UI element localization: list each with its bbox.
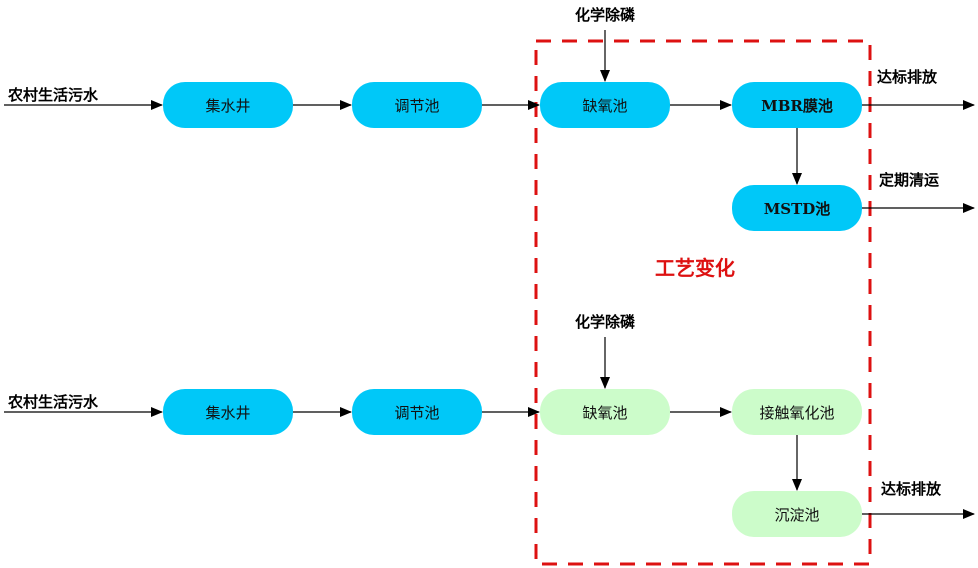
top-node-anoxic-tank[interactable]: 缺氧池 <box>540 82 670 128</box>
node-label: MSTD池 <box>764 200 831 218</box>
bottom-node-contact-oxidation-tank[interactable]: 接触氧化池 <box>732 389 862 435</box>
top-node-equalization-tank[interactable]: 调节池 <box>352 82 482 128</box>
node-label: 调节池 <box>394 97 439 115</box>
node-label: 沉淀池 <box>774 506 819 524</box>
top-node-collection-well[interactable]: 集水井 <box>163 82 293 128</box>
bottom-flow: 农村生活污水 集水井 调节池 缺氧池 化学除磷 接触氧化池 沉淀池 达 <box>4 313 975 537</box>
bottom-output-label-discharge: 达标排放 <box>881 480 942 498</box>
bottom-node-anoxic-tank[interactable]: 缺氧池 <box>540 389 670 435</box>
process-change-title: 工艺变化 <box>655 256 735 280</box>
top-node-mstd-tank[interactable]: MSTD池 <box>732 185 862 231</box>
node-label: 集水井 <box>205 404 250 422</box>
node-label: 调节池 <box>394 404 439 422</box>
top-flow: 农村生活污水 集水井 调节池 缺氧池 化学除磷 MBR膜池 达标排放 <box>4 6 975 231</box>
top-input-label: 农村生活污水 <box>7 86 99 104</box>
node-label: 缺氧池 <box>582 97 627 115</box>
node-label: 集水井 <box>205 97 250 115</box>
bottom-node-sedimentation-tank[interactable]: 沉淀池 <box>732 491 862 537</box>
top-output-label-discharge: 达标排放 <box>877 68 938 86</box>
bottom-node-collection-well[interactable]: 集水井 <box>163 389 293 435</box>
bottom-dosing-label: 化学除磷 <box>575 313 636 331</box>
top-dosing-label: 化学除磷 <box>575 6 636 24</box>
top-output-label-removal: 定期清运 <box>879 171 939 189</box>
top-node-mbr-tank[interactable]: MBR膜池 <box>732 82 862 128</box>
bottom-node-equalization-tank[interactable]: 调节池 <box>352 389 482 435</box>
node-label: 接触氧化池 <box>759 404 834 422</box>
process-change-region <box>534 39 872 566</box>
node-label: MBR膜池 <box>761 97 833 115</box>
bottom-input-label: 农村生活污水 <box>7 393 99 411</box>
node-label: 缺氧池 <box>582 404 627 422</box>
